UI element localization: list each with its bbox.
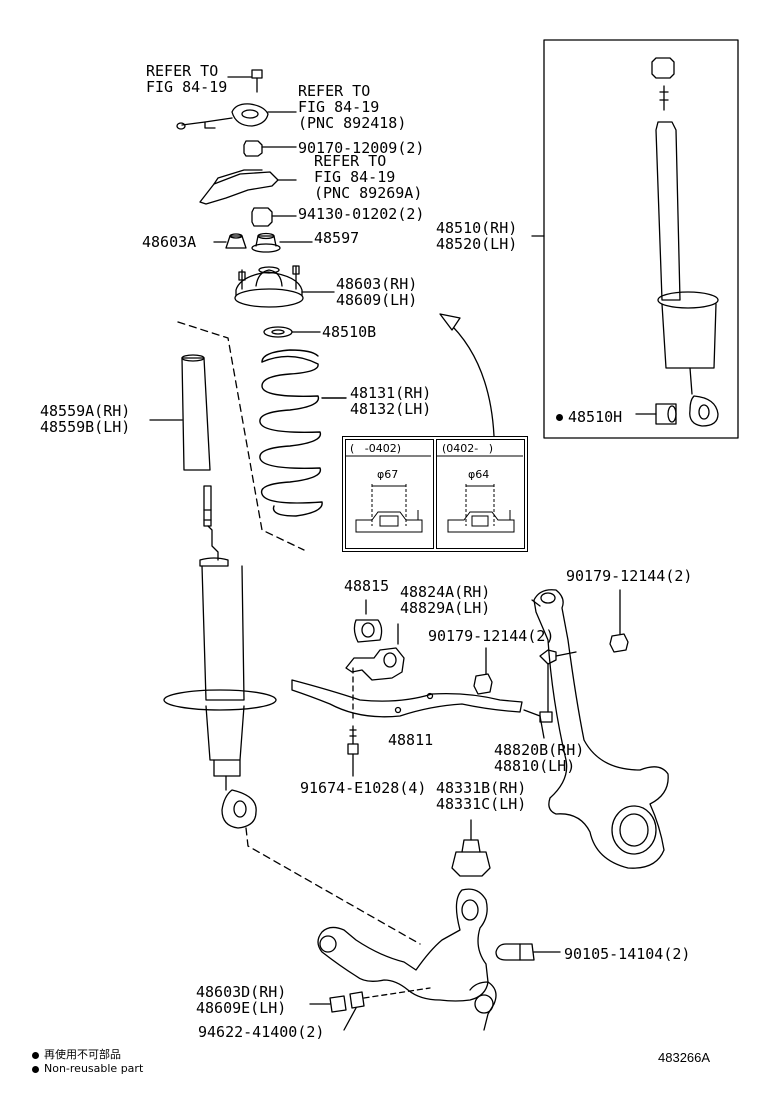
non-reusable-dot-icon — [32, 1051, 39, 1059]
spring-seat-inset — [342, 436, 528, 552]
nut-90179-1 — [473, 647, 493, 695]
label-90105-14104: 90105-14104(2) — [564, 945, 691, 963]
lower-arm — [317, 888, 497, 1031]
nut-90170 — [243, 140, 297, 157]
label-48603-48609: 48603(RH) 48609(LH) — [336, 275, 418, 309]
steering-knuckle — [533, 589, 669, 869]
inset-arrow — [439, 313, 495, 437]
label-48603A: 48603A — [142, 233, 197, 251]
label-48510B: 48510B — [322, 323, 377, 341]
bushing-48603A — [213, 233, 247, 249]
label-48510H-text: 48510H — [568, 408, 623, 426]
replacement-shock-inset — [531, 39, 739, 439]
bump-stopper-48331 — [451, 819, 491, 877]
label-48559A-48559B: 48559A(RH) 48559B(LH) — [40, 402, 131, 436]
leader-line — [531, 599, 541, 607]
label-refer-fig-84-19-bracket: REFER TO FIG 84-19 (PNC 89269A) — [314, 152, 423, 202]
height-sensor — [176, 103, 297, 130]
label-48131-48132: 48131(RH) 48132(LH) — [350, 384, 432, 418]
inset-col1-header: ( -0402) — [350, 442, 402, 455]
legend-row-en: Non-reusable part — [32, 1062, 143, 1076]
mount-dashed-line — [245, 827, 421, 945]
lower-bushing — [309, 987, 431, 1031]
label-48820B-48810: 48820B(RH) 48810(LH) — [494, 741, 585, 775]
figure-id: 483266A — [658, 1050, 711, 1065]
label-refer-fig-84-19-bolt: REFER TO FIG 84-19 — [146, 62, 228, 96]
label-94130-01202: 94130-01202(2) — [298, 205, 425, 223]
inset-seat-drawings — [345, 455, 523, 533]
spring-seat-inset-col2 — [436, 439, 525, 549]
legend-en-text: Non-reusable part — [44, 1062, 144, 1075]
non-reusable-dot-icon — [556, 414, 563, 421]
label-48597: 48597 — [314, 229, 360, 247]
bracket — [199, 169, 297, 205]
label-90170-12009: 90170-12009(2) — [298, 139, 425, 157]
label-90179-12144-knuckle: 90179-12144(2) — [566, 567, 693, 585]
inset-col2-dim: φ64 — [468, 468, 490, 481]
nut-90179-2 — [609, 589, 629, 653]
label-91674-E1028: 91674-E1028(4) — [300, 779, 427, 797]
inset-col2-header: (0402- ) — [442, 442, 494, 455]
inset-col1-dim: φ67 — [377, 468, 399, 481]
bolt-91674 — [347, 667, 359, 777]
bolt-top — [227, 69, 263, 93]
bolt-90105 — [495, 943, 561, 961]
shock-absorber — [163, 485, 277, 829]
label-48510H: 48510H — [556, 409, 622, 425]
upper-support — [234, 265, 335, 308]
cushion-48597 — [251, 232, 313, 253]
label-94622-41400: 94622-41400(2) — [198, 1023, 325, 1041]
label-48331B-48331C: 48331B(RH) 48331C(LH) — [436, 779, 527, 813]
label-48824A-48829A: 48824A(RH) 48829A(LH) — [400, 583, 491, 617]
label-48811: 48811 — [388, 731, 434, 749]
coil-spring — [259, 349, 347, 517]
nut-94130 — [251, 207, 297, 227]
spring-group-outline — [177, 321, 305, 551]
stabilizer-bushing — [353, 599, 383, 643]
label-90179-12144-bar: 90179-12144(2) — [428, 627, 555, 645]
stabilizer-bar — [291, 679, 523, 718]
label-48510-48520: 48510(RH) 48520(LH) — [436, 219, 518, 253]
label-48603D-48609E: 48603D(RH) 48609E(LH) — [196, 983, 287, 1017]
legend-jp-text: 再使用不可部品 — [44, 1048, 121, 1061]
bump-stopper — [149, 354, 211, 471]
non-reusable-dot-icon — [32, 1065, 39, 1073]
label-48815: 48815 — [344, 577, 390, 595]
spring-seat-inset-col1 — [345, 439, 434, 549]
legend-row-jp: 再使用不可部品 — [32, 1048, 143, 1062]
stabilizer-link — [523, 649, 577, 739]
label-refer-fig-84-19-sensor: REFER TO FIG 84-19 (PNC 892418) — [298, 82, 407, 132]
legend: 再使用不可部品 Non-reusable part — [32, 1048, 143, 1076]
insulator-48510B — [263, 326, 321, 338]
stabilizer-bracket — [345, 623, 405, 681]
